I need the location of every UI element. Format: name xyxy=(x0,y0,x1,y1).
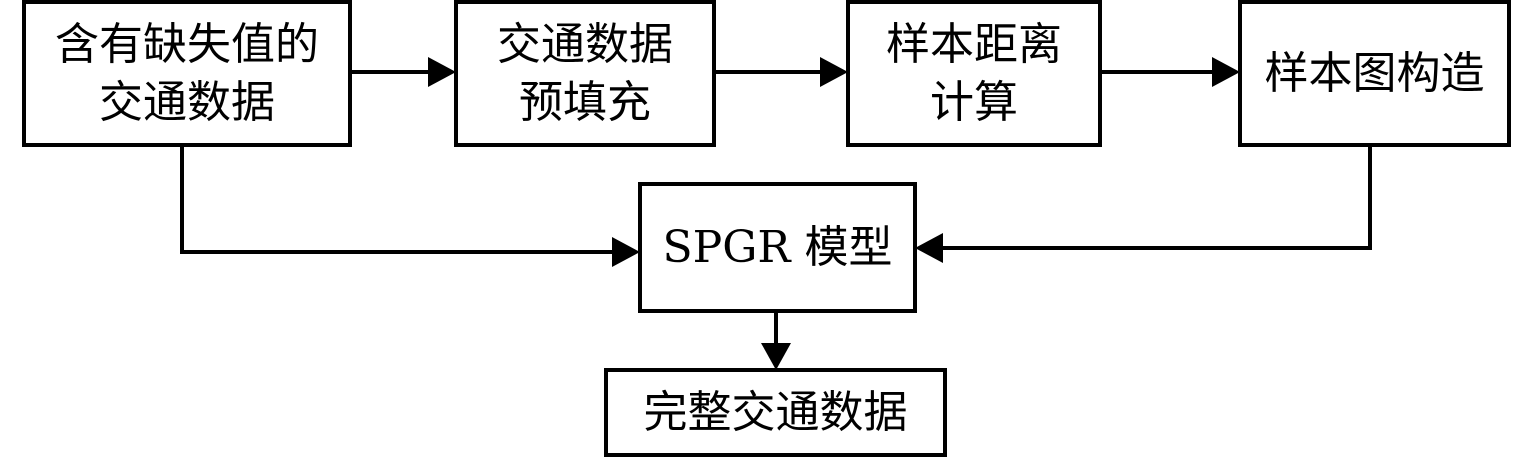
edge-distance-to-graph xyxy=(1100,57,1240,87)
node-graph-line-1: 样本图构造 xyxy=(1264,47,1485,99)
node-model-line-1: SPGR 模型 xyxy=(662,221,893,273)
node-distance-line-1: 样本距离 xyxy=(886,18,1062,70)
node-graph: 样本图构造 xyxy=(1238,0,1511,147)
node-input-line-2: 交通数据 xyxy=(99,76,275,128)
node-distance-line-2: 计算 xyxy=(930,76,1018,128)
node-distance: 样本距离 计算 xyxy=(846,0,1102,147)
edge-input-to-model xyxy=(180,145,640,267)
edge-prefill-to-distance xyxy=(714,57,848,87)
node-input: 含有缺失值的 交通数据 xyxy=(22,0,352,147)
node-output: 完整交通数据 xyxy=(604,368,947,457)
node-output-line-1: 完整交通数据 xyxy=(643,386,908,438)
edge-graph-to-model xyxy=(915,143,1372,263)
edge-input-to-prefill xyxy=(350,57,456,87)
edge-model-to-output xyxy=(761,311,791,370)
node-prefill-line-1: 交通数据 xyxy=(497,18,673,70)
node-model: SPGR 模型 xyxy=(638,182,917,313)
node-input-line-1: 含有缺失值的 xyxy=(55,18,319,70)
node-prefill-line-2: 预填充 xyxy=(519,76,651,128)
node-prefill: 交通数据 预填充 xyxy=(454,0,716,147)
